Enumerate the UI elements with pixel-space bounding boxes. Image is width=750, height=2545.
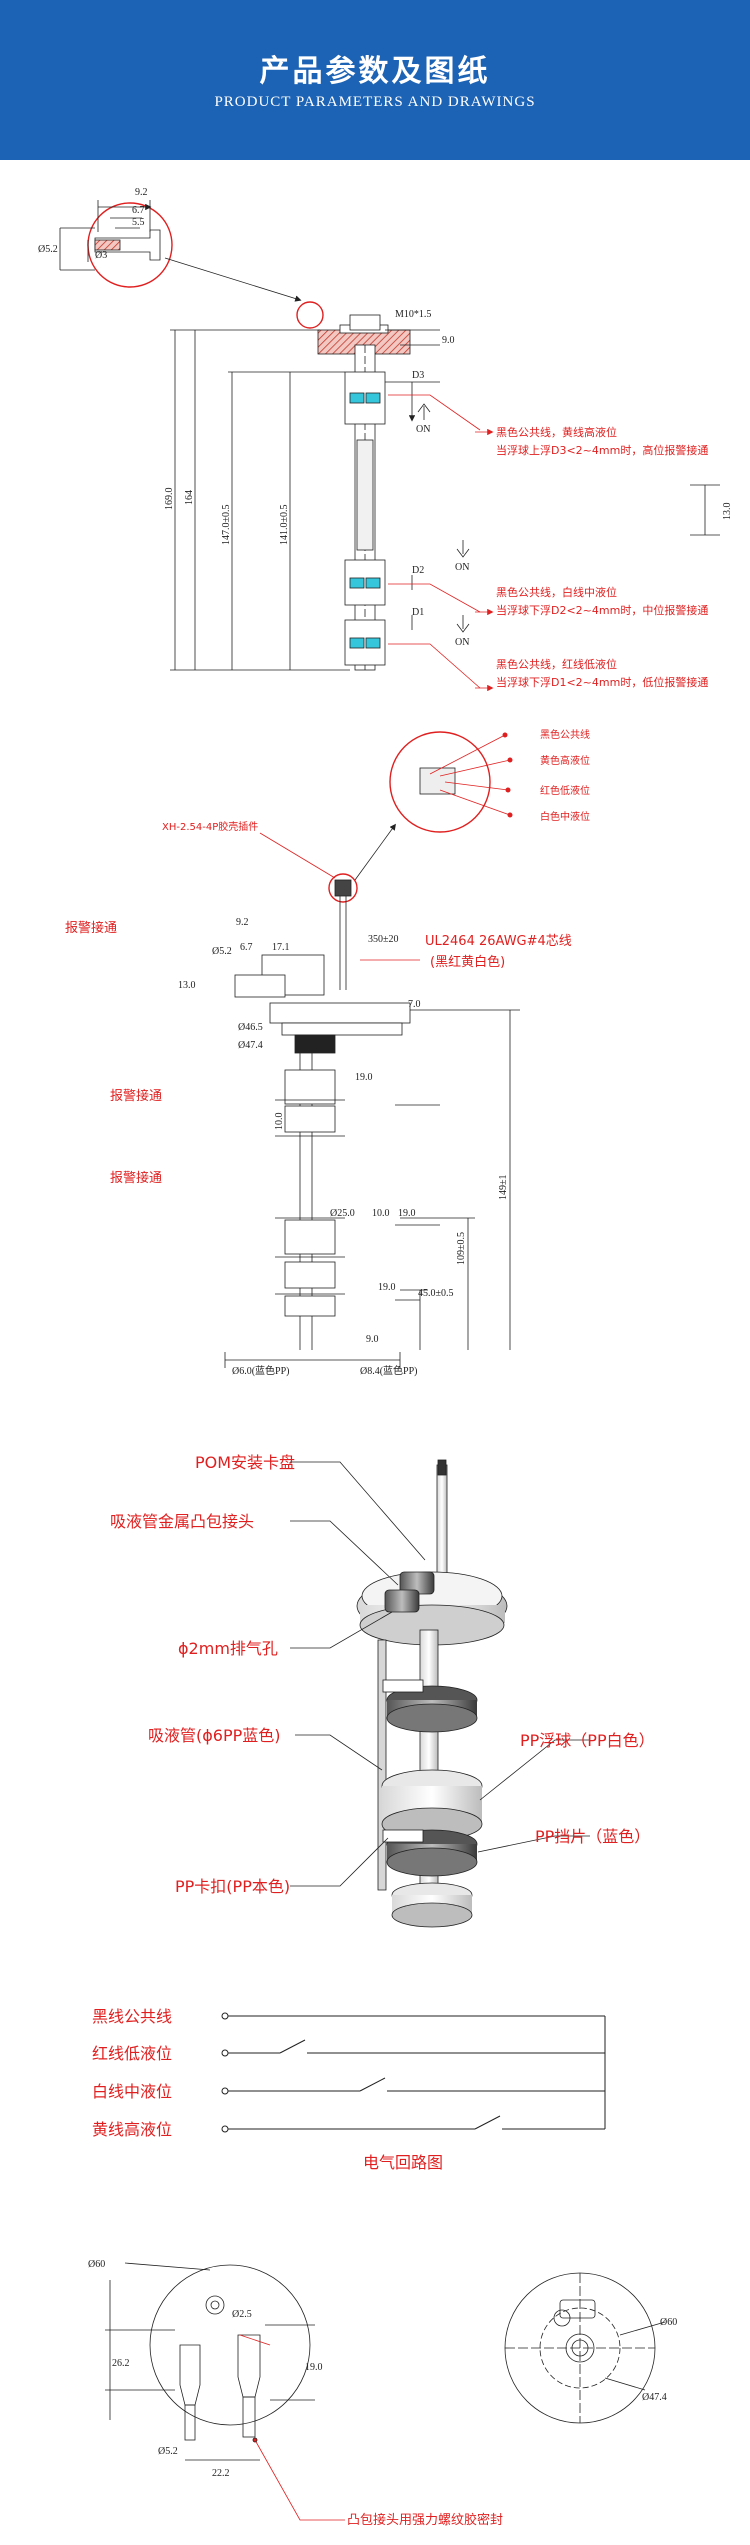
note-mid-line1: 黑色公共线，白线中液位 [496,585,617,599]
dim4-phi60-a: Ø60 [88,2259,105,2270]
dim2-10-b: 10.0 [372,1208,390,1219]
dim-5-5: 5.5 [132,217,145,228]
alarm-2: 报警接通 [110,1088,162,1104]
dim2-350: 350±20 [368,934,399,945]
label-metal-fitting: 吸液管金属凸包接头 [110,1512,254,1531]
drawing-4-top-view [504,2272,666,2424]
note-low-line1: 黑色公共线，红线低液位 [496,657,617,671]
label-d2: D2 [412,565,424,576]
dim2-phi6: Ø6.0(蓝色PP) [232,1364,290,1377]
dim2-phi5-2: Ø5.2 [212,946,232,957]
dim4-phi5-2: Ø5.2 [158,2446,178,2457]
label-pp-clip: PP卡扣(PP本色) [175,1877,290,1896]
dim2-6-7: 6.7 [240,942,253,953]
alarm-1: 报警接通 [65,920,117,936]
dim-phi5-2: Ø5.2 [38,244,58,255]
dim-164: 164 [184,490,195,505]
label-vent-hole: ϕ2mm排气孔 [178,1639,278,1658]
note-high-line2: 当浮球上浮D3<2~4mm时，高位报警接通 [496,443,708,457]
dim2-19-c: 19.0 [378,1282,396,1293]
dim4-phi2-5: Ø2.5 [232,2309,252,2320]
label-on-2: ON [455,562,469,573]
dim2-9: 9.0 [366,1334,379,1345]
cable-colors: (黑红黄白色) [430,954,505,970]
circuit-labels: 黑线公共线 红线低液位 白线中液位 黄线高液位 电气回路图 [92,2007,443,2172]
header-banner: 产品参数及图纸 PRODUCT PARAMETERS AND DRAWINGS [0,0,750,160]
label-d3: D3 [412,370,424,381]
page-title: 产品参数及图纸 [259,54,491,89]
dim2-17-1: 17.1 [272,942,290,953]
dim-phi3: Ø3 [95,250,107,261]
drawing-4-labels: Ø60 Ø2.5 26.2 19.0 Ø5.2 22.2 Ø60 Ø47.4 凸… [88,2259,677,2528]
wire-red: 红色低液位 [540,784,590,797]
dim4-19: 19.0 [305,2362,323,2373]
dim2-10: 10.0 [274,1113,285,1131]
dim-169: 169.0 [164,488,175,511]
dim-13: 13.0 [722,503,733,521]
circuit-line-black: 黑线公共线 [92,2007,172,2026]
drawing-2-labels: XH-2.54-4P胶壳插件 黑色公共线 黄色高液位 红色低液位 白色中液位 U… [65,728,590,1377]
drawing-3-labels: POM安装卡盘 吸液管金属凸包接头 ϕ2mm排气孔 吸液管(ϕ6PP蓝色) PP… [110,1453,655,1896]
dim2-phi47-4: Ø47.4 [238,1040,263,1051]
drawing-2-assembly [224,731,520,1368]
circuit-caption: 电气回路图 [363,2153,443,2172]
dim2-19-b: 19.0 [398,1208,416,1219]
drawing-4-side-view [105,2262,345,2521]
dim4-22-2: 22.2 [212,2468,230,2479]
dim2-phi8-4: Ø8.4(蓝色PP) [360,1364,418,1377]
dim4-26-2: 26.2 [112,2358,130,2369]
label-on-1: ON [416,424,430,435]
dim2-phi46-5: Ø46.5 [238,1022,263,1033]
note-low-line2: 当浮球下浮D1<2~4mm时，低位报警接通 [496,675,708,689]
label-pom-mount: POM安装卡盘 [195,1453,295,1472]
dim2-109: 109±0.5 [456,1232,467,1265]
label-pp-stop: PP挡片（蓝色） [535,1827,650,1846]
dim-6-7: 6.7 [132,205,145,216]
wire-yellow: 黄色高液位 [540,754,590,767]
dim2-7: 7.0 [408,999,421,1010]
dim-9-0: 9.0 [442,335,455,346]
page-subtitle: PRODUCT PARAMETERS AND DRAWINGS [214,94,536,110]
label-d1: D1 [412,607,424,618]
dim-m10: M10*1.5 [395,309,431,320]
circuit-line-white: 白线中液位 [92,2082,172,2101]
circuit-diagram [221,2012,606,2133]
circuit-line-red: 红线低液位 [92,2044,172,2063]
dim2-phi25: Ø25.0 [330,1208,355,1219]
dim-141: 141.0±0.5 [279,505,290,546]
dim-9-2: 9.2 [135,187,148,198]
note-mid-line2: 当浮球下浮D2<2~4mm时，中位报警接通 [496,603,708,617]
dim2-19-a: 19.0 [355,1072,373,1083]
dim2-9-2: 9.2 [236,917,249,928]
alarm-3: 报警接通 [110,1170,162,1186]
drawing-3-leaders [290,1461,590,1887]
cable-spec: UL2464 26AWG#4芯线 [425,934,572,949]
note-high-line1: 黑色公共线，黄线高液位 [496,425,617,439]
dim-147: 147.0±0.5 [221,505,232,546]
label-on-3: ON [455,637,469,648]
drawing-1-notes: 黑色公共线，黄线高液位 当浮球上浮D3<2~4mm时，高位报警接通 黑色公共线，… [496,425,708,689]
label-suction-tube: 吸液管(ϕ6PP蓝色) [148,1726,281,1745]
drawing-3-3d-view [356,1459,508,1928]
circuit-line-yellow: 黄线高液位 [92,2120,172,2139]
drawing-1-dimensions: 9.2 6.7 5.5 Ø5.2 Ø3 M10*1.5 9.0 D3 D2 D1… [38,187,733,648]
wire-black: 黑色公共线 [540,728,590,741]
wire-white: 白色中液位 [540,810,590,823]
dim2-13: 13.0 [178,980,196,991]
dim2-45: 45.0±0.5 [418,1288,454,1299]
dim2-149: 149±1 [498,1175,509,1201]
seal-note: 凸包接头用强力螺纹胶密封 [347,2512,503,2528]
drawing-1-cross-section [59,200,720,692]
dim4-phi60-b: Ø60 [660,2317,677,2328]
drawings-canvas: 9.2 6.7 5.5 Ø5.2 Ø3 M10*1.5 9.0 D3 D2 D1… [38,187,733,2528]
dim4-phi47-4: Ø47.4 [642,2392,667,2403]
connector-label: XH-2.54-4P胶壳插件 [162,820,258,833]
label-pp-float: PP浮球（PP白色） [520,1731,655,1750]
